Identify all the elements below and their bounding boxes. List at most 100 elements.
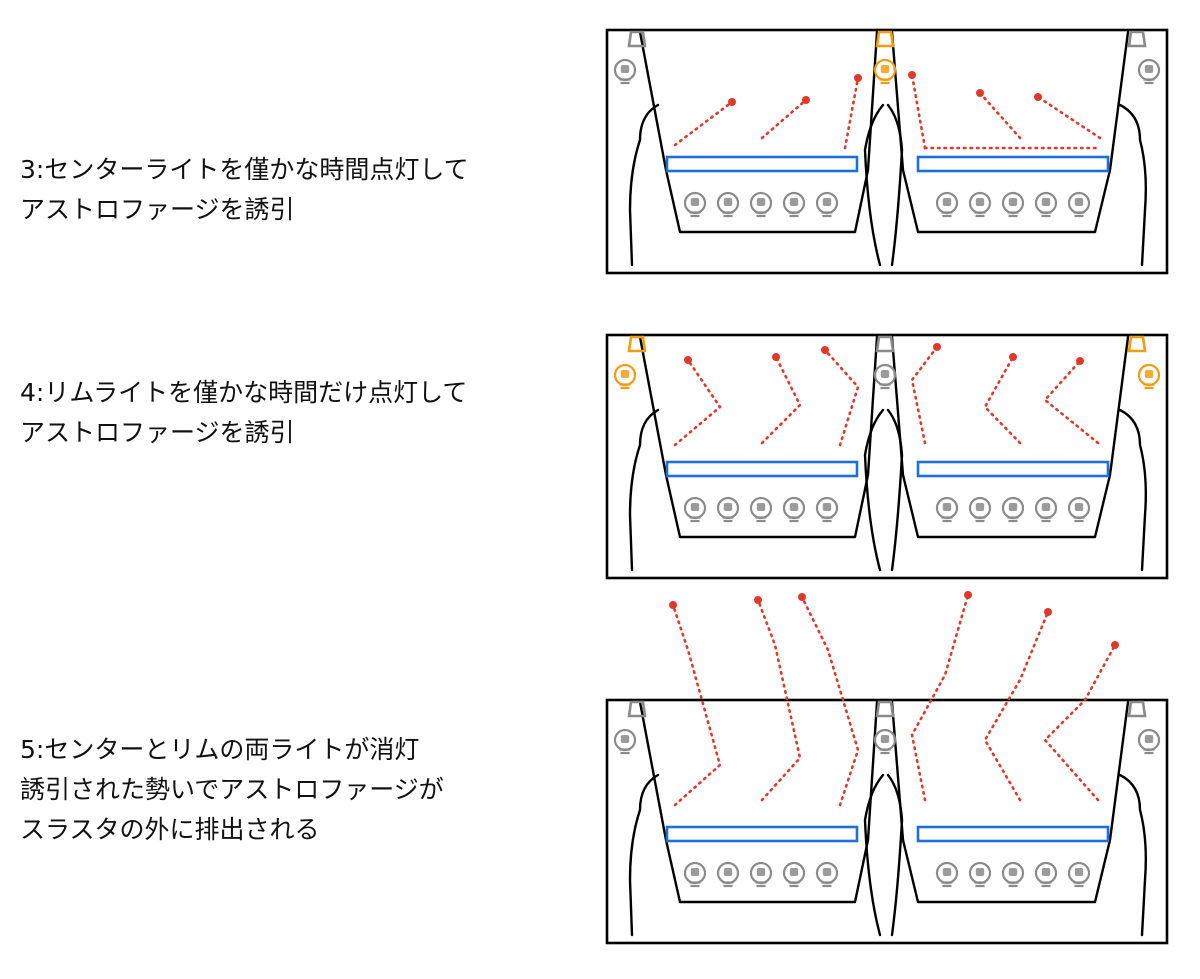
particle-trail [669, 601, 722, 807]
left-grid-bar [665, 460, 859, 478]
step-4-line-1: 4:リムライトを僅かな時間だけ点灯して [20, 378, 468, 407]
particle-trail [976, 89, 1022, 140]
bulb-icon [968, 191, 992, 218]
lamp-icon [613, 58, 1161, 85]
right-grid-bar [916, 825, 1110, 843]
step-3-thruster-diagram [605, 28, 1169, 275]
bulb-icon [613, 58, 637, 85]
bulb-icon [716, 496, 740, 523]
bulb-icon [873, 363, 897, 390]
bulb-icon [1001, 861, 1025, 888]
lamp-housing-icon [1127, 700, 1147, 718]
cup-wall [886, 408, 904, 572]
particle-icon [1044, 608, 1052, 616]
particle-trail [1043, 357, 1100, 445]
bulb-icon [968, 861, 992, 888]
particle-icon [684, 356, 692, 364]
cup-wall [1118, 408, 1147, 572]
step-4-thruster-diagram [605, 333, 1169, 580]
lamp-icon [613, 363, 1161, 390]
bulb-icon [935, 861, 959, 888]
particle-icon [933, 343, 941, 351]
bulb-icon [1137, 58, 1161, 85]
bulb-icon [815, 861, 839, 888]
step-3-line-2: アストロファージを誘引 [20, 195, 295, 224]
bulb-icon [613, 728, 637, 755]
bulb-icon [782, 861, 806, 888]
particle-icon [754, 596, 762, 604]
particle-trail [910, 343, 941, 445]
lamp-housing-icon [875, 700, 895, 718]
lamp-housing-icon [627, 335, 647, 353]
particle-icon [908, 71, 916, 79]
right-grid-bar [916, 460, 1110, 478]
cup-wall [628, 773, 660, 937]
bulb-icon [815, 496, 839, 523]
cup-wall [1118, 103, 1147, 267]
bulb-icon [1001, 496, 1025, 523]
bulb-icon [873, 728, 897, 755]
bulb-icon [749, 861, 773, 888]
cup-wall [638, 700, 879, 904]
bulb-icon [1034, 861, 1058, 888]
particle-icon [728, 98, 736, 106]
lamp-housing-icon [1127, 30, 1147, 48]
step-3-line-1: 3:センターライトを僅かな時間点灯して [20, 155, 469, 184]
particle-trail [798, 593, 860, 807]
particle-trail [760, 353, 802, 445]
particle-icon [802, 96, 810, 104]
particle-trail [673, 98, 736, 147]
lamp-icon [613, 728, 1161, 755]
cup-wall [638, 30, 879, 234]
particle-trail [910, 591, 972, 802]
bulb-icon [815, 191, 839, 218]
cup-wall [863, 103, 885, 267]
right-grid-bar [916, 155, 1110, 173]
bulb-icon [716, 191, 740, 218]
cup-wall [886, 103, 904, 267]
step-3-caption: 3:センターライトを僅かな時間点灯して アストロファージを誘引 [20, 150, 580, 230]
particle-icon [798, 593, 806, 601]
step-4-caption: 4:リムライトを僅かな時間だけ点灯して アストロファージを誘引 [20, 373, 580, 453]
particle-icon [669, 601, 677, 609]
bulb-icon [782, 191, 806, 218]
bulb-icon [1034, 191, 1058, 218]
thruster-frame [605, 333, 1169, 580]
particle-icon [1076, 357, 1084, 365]
bulb-icon [749, 496, 773, 523]
step-5-line-3: スラスタの外に排出される [20, 815, 320, 844]
bulb-icon [749, 191, 773, 218]
lamp-housing-icon [875, 335, 895, 353]
thruster-assembly [605, 333, 1169, 580]
left-grid-bar [665, 155, 859, 173]
cup-wall [863, 773, 885, 937]
bulb-icon [1067, 496, 1091, 523]
cup-wall [1118, 773, 1147, 937]
bulb-icon [1137, 363, 1161, 390]
left-grid-bar [665, 825, 859, 843]
particle-icon [854, 74, 862, 82]
cup-wall [863, 408, 885, 572]
particle-icon [976, 89, 984, 97]
particle-trail [760, 96, 810, 140]
particle-trail [983, 608, 1052, 802]
bulb-icon [683, 496, 707, 523]
particle-trail [843, 74, 862, 150]
particle-trail [673, 356, 722, 447]
bulb-icon [1034, 496, 1058, 523]
particle-trail [1043, 641, 1119, 802]
bulb-icon [935, 191, 959, 218]
particle-icon [1034, 93, 1042, 101]
particle-trail [983, 353, 1022, 445]
particle-icon [821, 346, 829, 354]
thruster-frame [605, 28, 1169, 275]
particle-icon [772, 353, 780, 361]
bulb-icon [873, 58, 897, 85]
bulb-icon [1067, 861, 1091, 888]
particle-trail [821, 346, 860, 447]
bulb-icon [1067, 191, 1091, 218]
thruster-frame [605, 698, 1169, 945]
bulb-icon [935, 496, 959, 523]
lamp-housing-icon [1127, 335, 1147, 353]
bulb-icon [613, 363, 637, 390]
